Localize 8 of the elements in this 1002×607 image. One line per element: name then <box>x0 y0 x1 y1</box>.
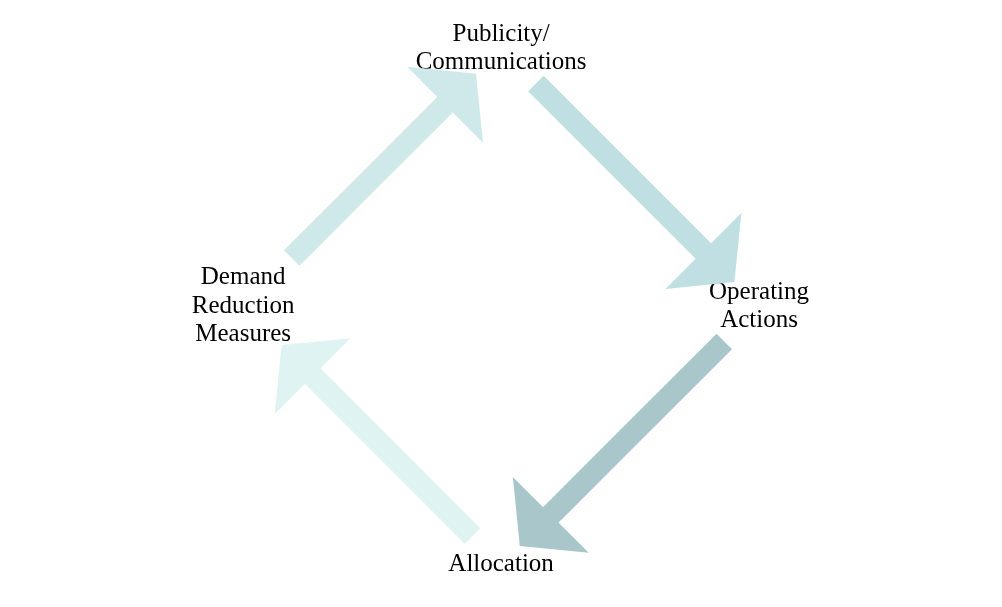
arrow <box>283 66 483 266</box>
arrow <box>527 75 741 289</box>
node-text: Demand Reduction Measures <box>191 262 295 346</box>
arrow <box>512 333 732 553</box>
arrow <box>274 338 480 544</box>
node-text: Operating Actions <box>708 276 809 332</box>
node-text: Allocation <box>447 548 554 576</box>
node-text: Publicity/ Communications <box>415 18 587 74</box>
